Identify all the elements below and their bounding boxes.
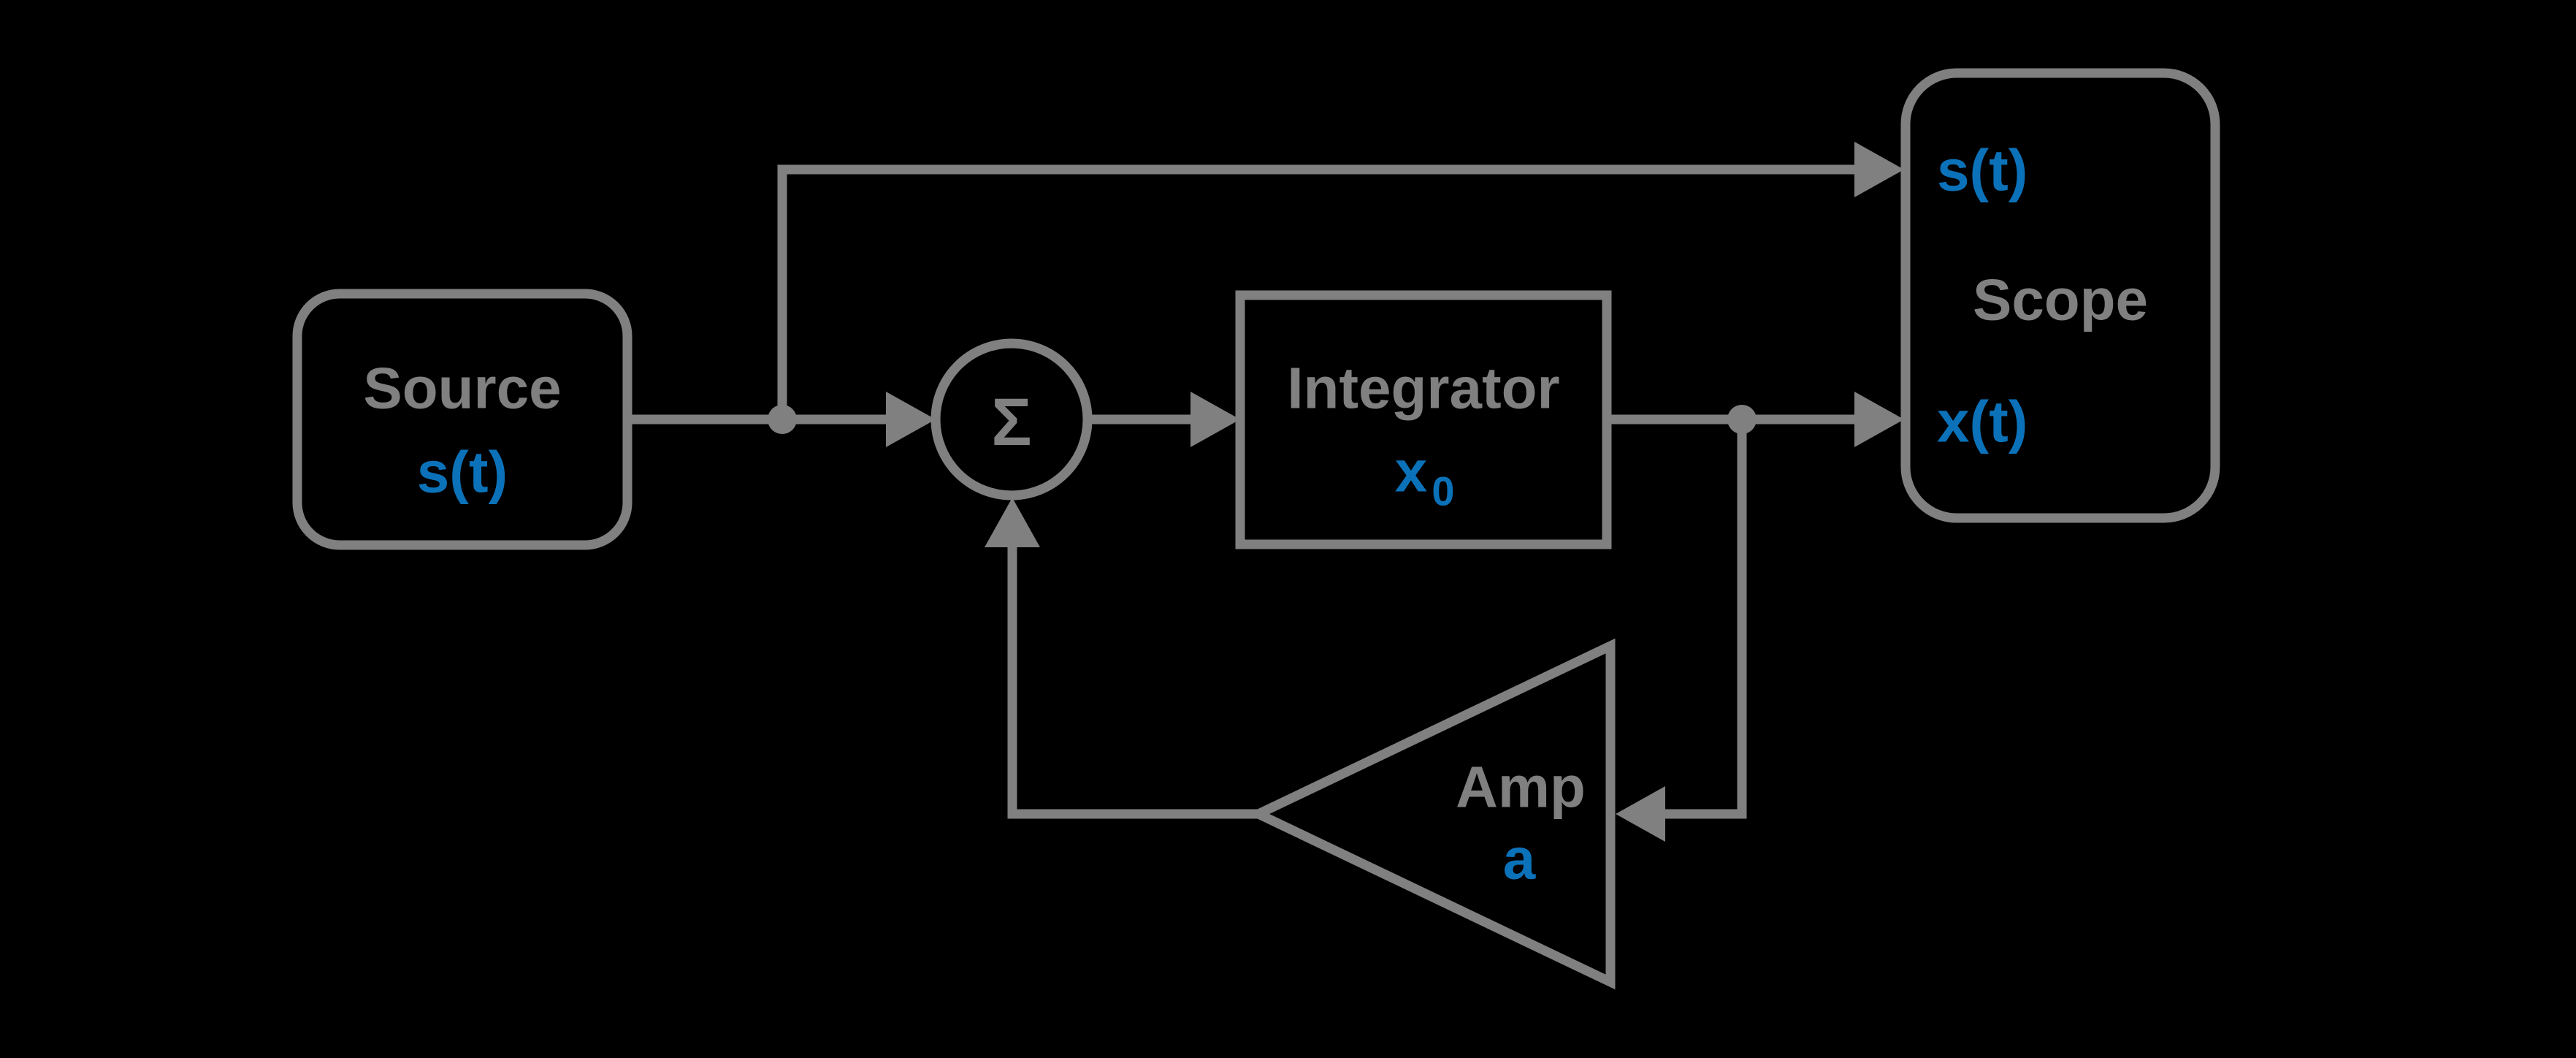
- arrowhead-into-scope-top: [1854, 142, 1904, 197]
- arrowhead-into-amp: [1616, 786, 1665, 842]
- feedback-down-wire: [1665, 419, 1747, 819]
- source-signal-label: s(t): [417, 440, 508, 505]
- amp-gain-label: a: [1503, 826, 1536, 891]
- source-block: Source s(t): [292, 289, 632, 550]
- sigma-symbol: Σ: [991, 385, 1031, 460]
- scope-input-x-label: x(t): [1937, 389, 2027, 454]
- integrator-state-variable: x: [1395, 439, 1428, 504]
- scope-input-s-label: s(t): [1937, 138, 2027, 203]
- amp-label: Amp: [1456, 755, 1586, 820]
- source-branch-dot: [768, 405, 797, 434]
- scope-block-outline: [1900, 68, 2220, 523]
- arrowhead-into-integrator: [1190, 392, 1240, 447]
- amp-block: Amp a: [1247, 638, 1616, 990]
- source-block-outline: [292, 289, 632, 550]
- source-label: Source: [363, 356, 561, 421]
- integrator-block-outline: [1235, 290, 1612, 549]
- arrowhead-into-sum-left: [886, 392, 936, 447]
- sum-junction-circle: [930, 338, 1093, 501]
- arrowhead-into-scope-bottom: [1854, 392, 1904, 447]
- arrowhead-into-sum-bottom: [985, 498, 1040, 547]
- amp-triangle-outline: [1247, 638, 1616, 990]
- feedback-return-wire: [1007, 547, 1258, 819]
- integrator-label: Integrator: [1287, 356, 1559, 421]
- integrator-state-subscript: 0: [1432, 468, 1454, 514]
- scope-block: s(t) Scope x(t): [1900, 68, 2220, 523]
- scope-label: Scope: [1973, 267, 2148, 332]
- integrator-block: Integrator x 0: [1235, 290, 1612, 549]
- sum-junction: Σ: [930, 338, 1093, 501]
- feedforward-wire: [777, 164, 1855, 419]
